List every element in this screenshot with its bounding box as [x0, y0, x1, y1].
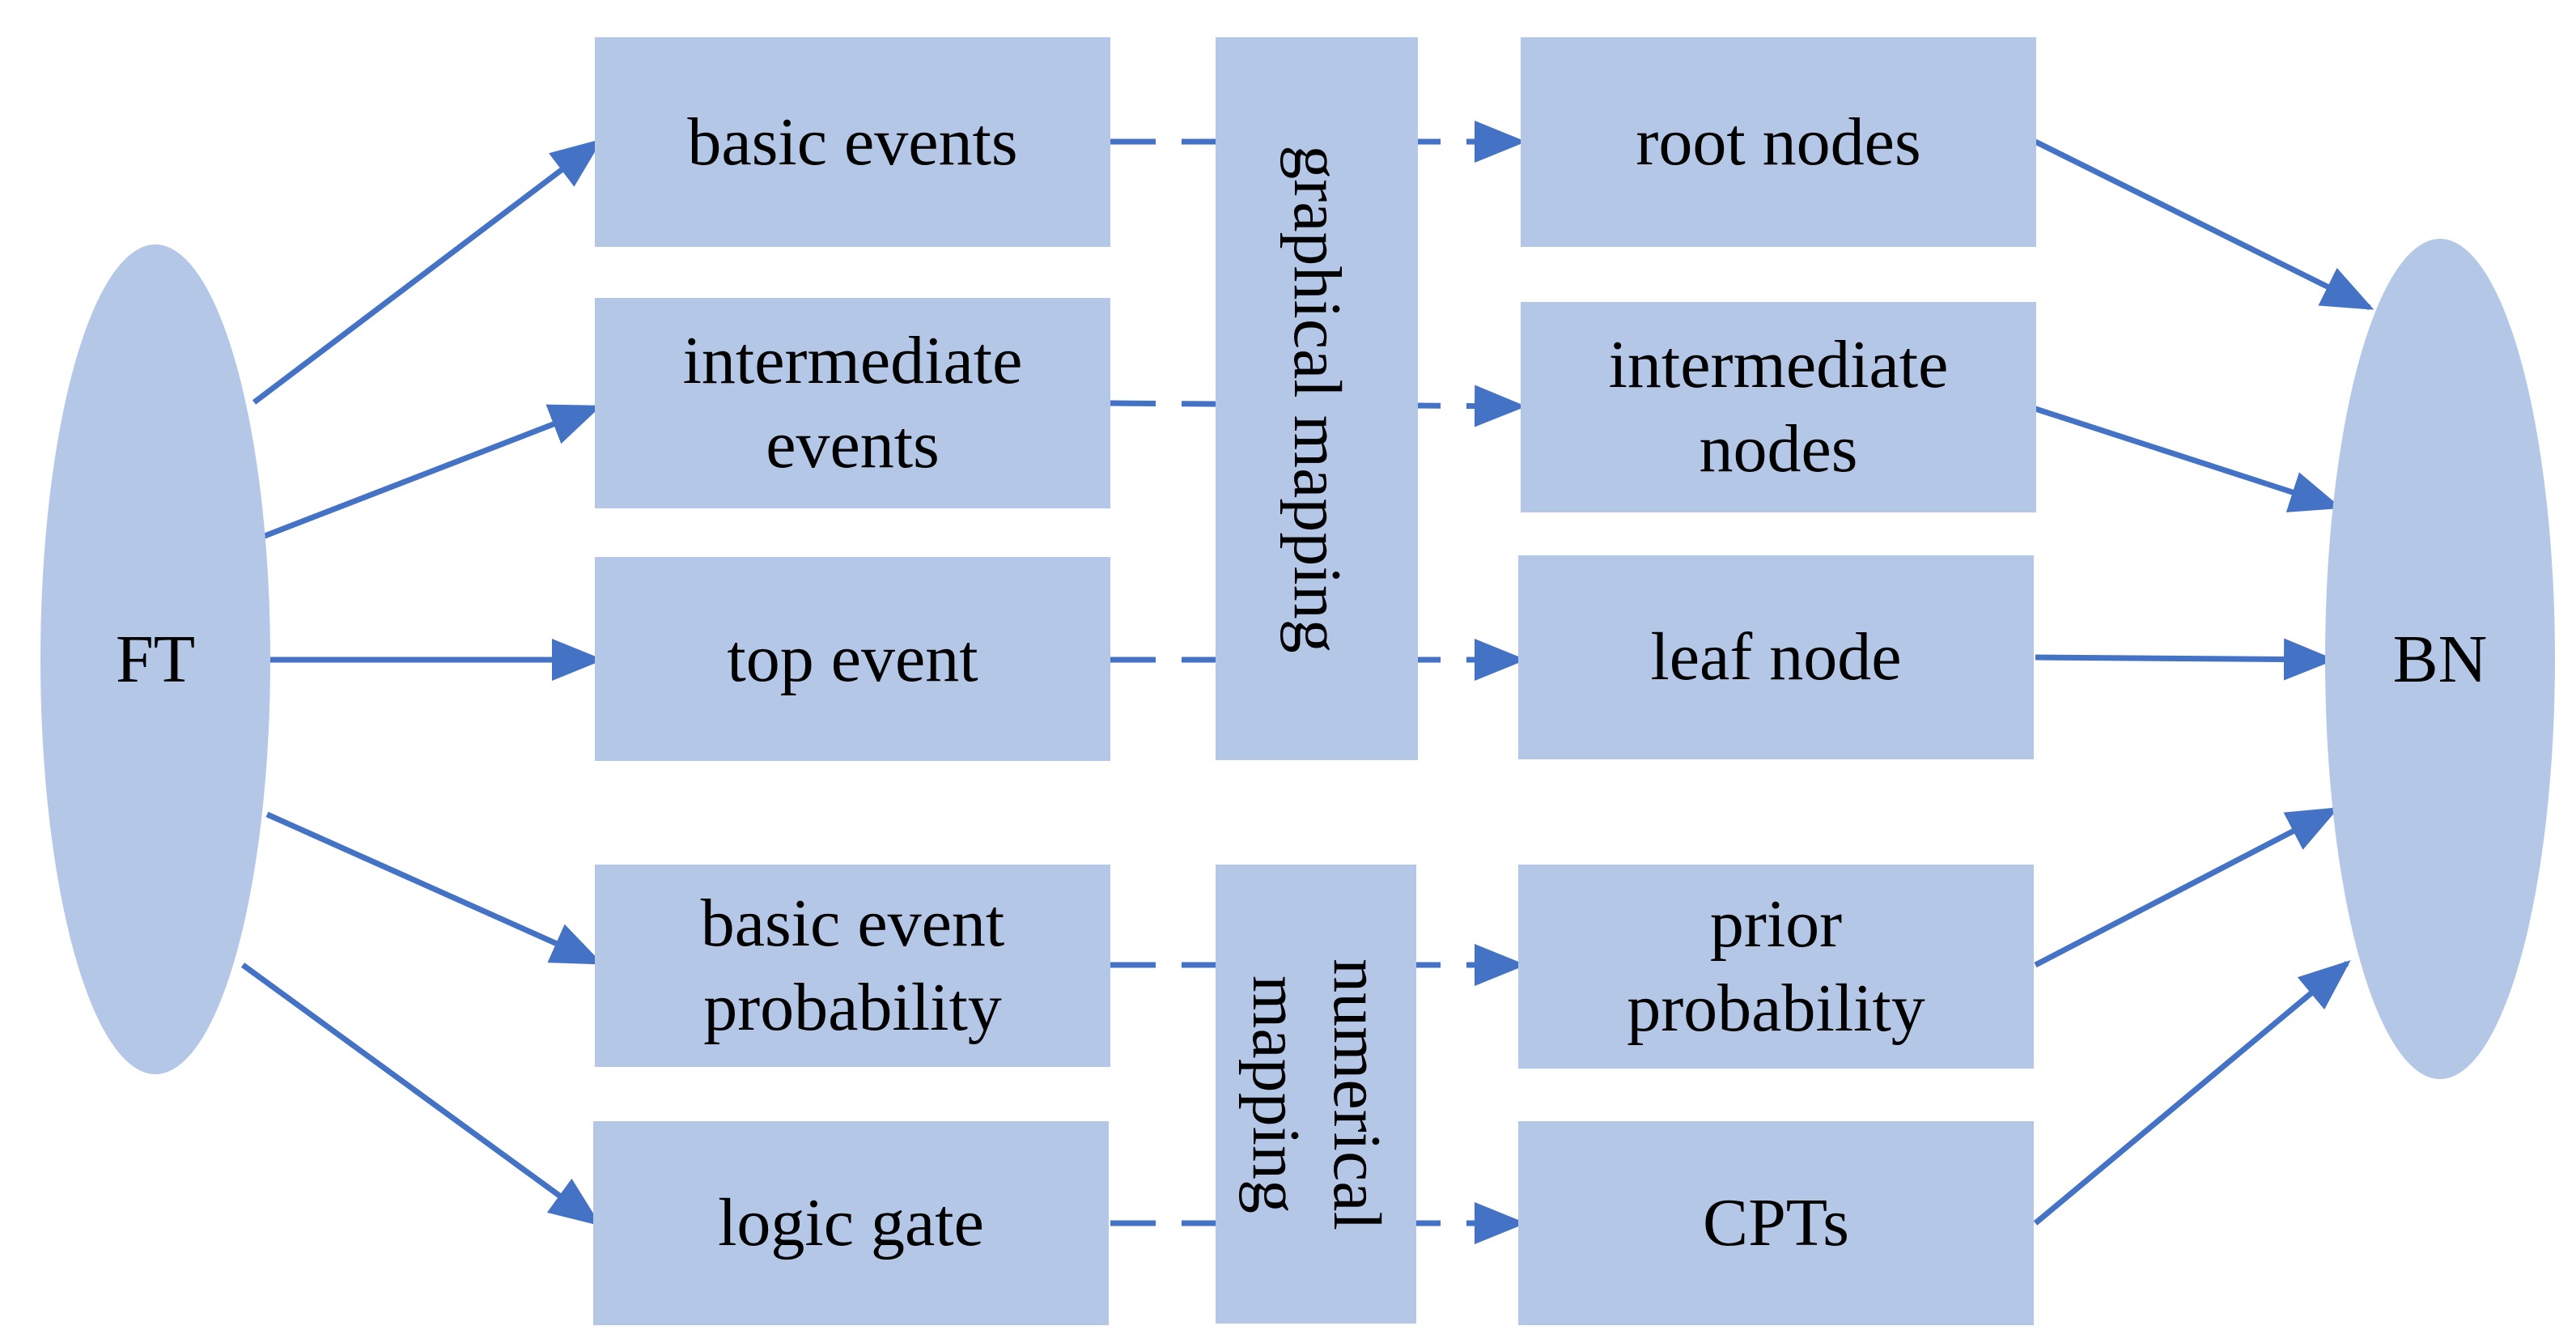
intermediate-nodes-box: intermediate nodes: [1521, 302, 2036, 512]
leaf-node-label: leaf node: [1650, 619, 1902, 695]
arrow-root-nodes-to-bn: [2034, 138, 2374, 311]
intermediate-events-label-line1: intermediate: [682, 323, 1023, 398]
cpts-box: CPTs: [1518, 1121, 2034, 1325]
arrow-intermediate-nodes-to-bn: [2034, 406, 2342, 512]
top-event-label: top event: [727, 621, 978, 696]
arrow-ft-to-logic-gate: [240, 963, 601, 1226]
arrow-ft-to-basic-event-probability: [265, 811, 604, 966]
leaf-node-box: leaf node: [1518, 555, 2034, 759]
intermediate-events-box: intermediate events: [595, 298, 1110, 508]
bn-label: BN: [2392, 621, 2488, 697]
graphical-mapping-line1: graphical mapping: [1280, 144, 1355, 653]
numerical-mapping-line2: mapping: [1238, 975, 1313, 1213]
logic-gate-label: logic gate: [718, 1185, 984, 1260]
intermediate-nodes-label-line1: intermediate: [1608, 327, 1949, 402]
intermediate-nodes-label-line2: nodes: [1699, 411, 1858, 487]
basic-events-label: basic events: [687, 104, 1018, 180]
numerical-mapping-box: numerical mapping: [1216, 865, 1416, 1324]
numerical-mapping-line1: numerical: [1319, 958, 1394, 1230]
prior-probability-label-line2: probability: [1627, 971, 1925, 1046]
graphical-mapping-box: graphical mapping: [1216, 37, 1418, 760]
prior-probability-label-line1: prior: [1709, 886, 1843, 962]
top-event-box: top event: [595, 557, 1110, 761]
graphical-mapping-label: graphical mapping: [1276, 145, 1357, 652]
prior-probability-box: prior probability: [1518, 865, 2034, 1069]
arrow-leaf-node-to-bn: [2035, 638, 2336, 681]
root-nodes-box: root nodes: [1521, 37, 2036, 247]
bn-node: BN: [2325, 239, 2555, 1079]
ft-label: FT: [115, 622, 196, 697]
numerical-mapping-label: numerical mapping: [1235, 958, 1397, 1230]
intermediate-events-label-line2: events: [766, 407, 940, 482]
root-nodes-label: root nodes: [1636, 104, 1921, 180]
basic-event-probability-box: basic event probability: [595, 865, 1110, 1067]
basic-event-probability-label-line1: basic event: [700, 886, 1005, 961]
ft-node: FT: [40, 244, 270, 1074]
cpts-label: CPTs: [1703, 1185, 1849, 1260]
basic-events-box: basic events: [595, 37, 1110, 247]
basic-event-probability-label-line2: probability: [703, 970, 1002, 1045]
logic-gate-box: logic gate: [593, 1121, 1109, 1325]
arrow-ft-to-intermediate-events: [259, 404, 602, 541]
arrow-cpts-to-bn: [2033, 960, 2351, 1226]
arrow-prior-probability-to-bn: [2034, 806, 2340, 968]
arrow-ft-to-basic-events: [252, 138, 603, 405]
